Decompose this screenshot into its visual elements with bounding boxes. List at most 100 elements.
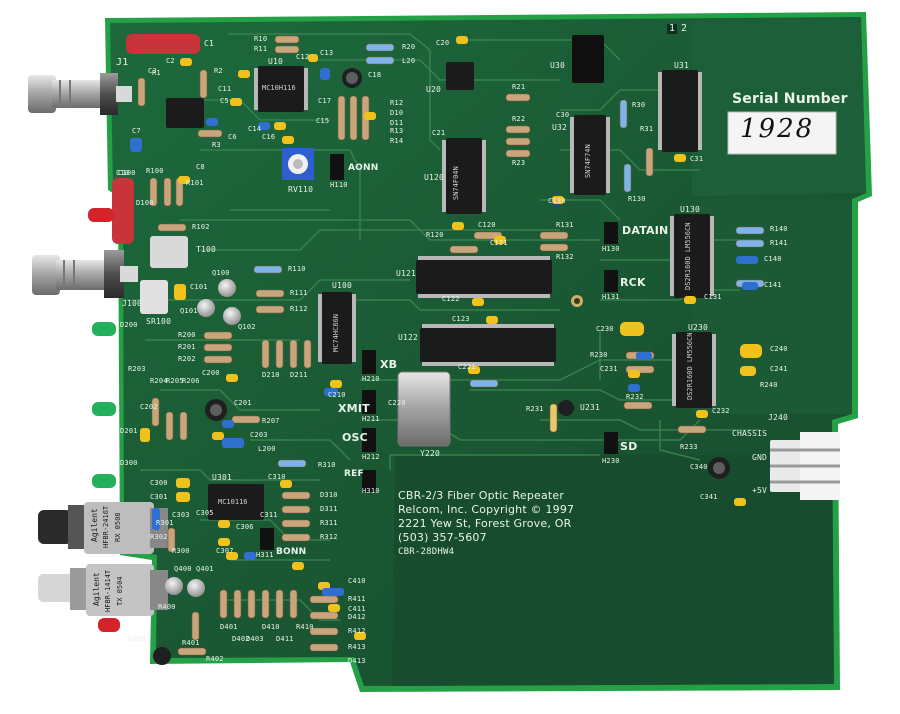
ref-l20: L20 — [402, 57, 416, 65]
ref-c241: C241 — [770, 365, 788, 373]
ref-d311: D311 — [320, 505, 338, 513]
ref-c141: C141 — [764, 281, 782, 289]
ref-r131: R131 — [556, 221, 574, 229]
ref-c30: C30 — [556, 111, 570, 119]
ref-c411: C411 — [348, 605, 366, 613]
ref-r112: R112 — [290, 305, 308, 313]
ref-d413: D413 — [348, 657, 366, 665]
ref-u100: U100 — [332, 281, 353, 290]
ref-r22: R22 — [512, 115, 526, 123]
signal-osc: OSC — [342, 431, 368, 444]
ceramic-capacitors — [130, 36, 762, 640]
ref-c12: C12 — [296, 53, 310, 61]
ref-c131: C131 — [704, 293, 722, 301]
ref-u122: U122 — [398, 333, 419, 342]
ref-c10: C10 — [116, 169, 130, 177]
power-chassis-label: CHASSIS — [732, 429, 768, 438]
ref-c6: C6 — [228, 133, 237, 141]
ic-pins — [254, 68, 716, 406]
ref-r402: R402 — [206, 655, 224, 663]
ref-r203: R203 — [128, 365, 146, 373]
ref-h230: H230 — [602, 457, 620, 465]
ref-c200: C200 — [202, 369, 220, 377]
serial-number-box — [727, 111, 837, 155]
board-part-number: CBR-28DHW4 — [398, 547, 455, 557]
ref-c201: C201 — [234, 399, 252, 407]
ref-c1: C1 — [204, 39, 215, 48]
ref-r12: R12 — [390, 99, 404, 107]
dip-ics — [166, 35, 712, 520]
led-indicators — [88, 208, 120, 632]
ref-c2: C2 — [166, 57, 175, 65]
ref-d402: D402 — [232, 635, 250, 643]
ref-q400: Q400 — [174, 565, 192, 573]
signal-bonn: BONN — [276, 547, 307, 557]
crystal-y220 — [397, 371, 451, 447]
ref-c301: C301 — [150, 493, 168, 501]
ref-c311: C311 — [260, 511, 278, 519]
ref-r240: R240 — [760, 381, 778, 389]
ref-d10: D10 — [390, 109, 404, 117]
ref-u10: U10 — [268, 57, 284, 66]
corner-mark-1: 1 — [667, 23, 678, 34]
ref-r230: R230 — [590, 351, 608, 359]
ref-h210: H210 — [362, 375, 380, 383]
bnc-connector-j1 — [28, 73, 132, 115]
resistors — [137, 35, 765, 656]
ic-marking-u100: MC74HC86N — [332, 314, 340, 352]
header-jumpers — [260, 154, 618, 550]
ref-r207: R207 — [262, 417, 280, 425]
ic-marking-u32: SN74F74N — [584, 144, 592, 178]
ref-c21: C21 — [432, 129, 446, 137]
ref-t100: T100 — [196, 245, 217, 254]
ref-c121: C121 — [490, 239, 508, 247]
ref-h110: H110 — [330, 181, 348, 189]
ref-d300: D300 — [120, 459, 138, 467]
ref-c130: C130 — [548, 197, 566, 205]
ref-r120: R120 — [426, 231, 444, 239]
ref-sr100: SR100 — [146, 317, 172, 326]
ref-r231: R231 — [526, 405, 544, 413]
ref-r13: R13 — [390, 127, 404, 135]
ref-r205: R205 — [166, 377, 184, 385]
ref-c20: C20 — [436, 39, 450, 47]
ref-r312: R312 — [320, 533, 338, 541]
board-address: 2221 Yew St, Forest Grove, OR — [398, 517, 572, 530]
ref-d100: D100 — [136, 199, 154, 207]
signal-datain: DATAIN — [622, 224, 669, 237]
ref-c220: C220 — [388, 399, 406, 407]
ref-c123: C123 — [452, 315, 470, 323]
ref-rv110: RV110 — [288, 185, 314, 194]
ref-u20: U20 — [426, 85, 442, 94]
ref-c307: C307 — [216, 547, 234, 555]
ref-c5: C5 — [220, 97, 229, 105]
surge-sr100 — [140, 280, 168, 314]
ref-u31: U31 — [674, 61, 690, 70]
ref-c7: C7 — [132, 127, 141, 135]
corner-mark-2: 2 — [681, 23, 688, 34]
ref-u231: U231 — [580, 403, 601, 412]
ref-r111: R111 — [290, 289, 308, 297]
ref-c16: C16 — [262, 133, 276, 141]
ref-u130: U130 — [680, 205, 701, 214]
ref-r100: R100 — [146, 167, 164, 175]
board-phone: (503) 357-5607 — [398, 531, 487, 544]
ref-r21: R21 — [512, 83, 526, 91]
signal-ref: REF — [344, 469, 364, 479]
ref-r132: R132 — [556, 253, 574, 261]
capacitor-c10 — [112, 178, 134, 244]
ref-c305: C305 — [196, 509, 214, 517]
ref-c221: C221 — [458, 363, 476, 371]
ref-c15: C15 — [316, 117, 330, 125]
ref-d201: D201 — [120, 427, 138, 435]
ref-r10: R10 — [254, 35, 268, 43]
ref-d410: D410 — [262, 623, 280, 631]
ref-r412: R412 — [348, 627, 366, 635]
ref-r232: R232 — [626, 393, 644, 401]
ic-marking-u20: SN74F04N — [452, 166, 460, 200]
ref-c31: C31 — [690, 155, 704, 163]
ref-r311: R311 — [320, 519, 338, 527]
power-connector-j240 — [770, 432, 840, 500]
ref-q102: Q102 — [238, 323, 256, 331]
